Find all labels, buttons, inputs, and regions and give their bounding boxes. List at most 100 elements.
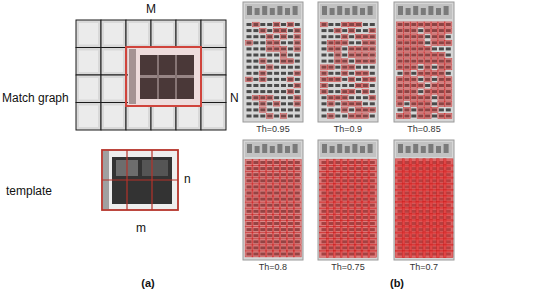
facade-window [281,41,286,44]
match-highlight [280,53,287,58]
facade-window [439,47,444,50]
match-highlight [396,77,403,82]
match-highlight [266,178,274,184]
match-highlight [355,114,362,119]
roof-sign [352,6,357,15]
roof-sign [360,146,365,153]
facade-window [322,23,327,26]
facade-window [322,41,327,44]
roof-sign [421,8,426,15]
facade-window [328,29,333,32]
facade-window [349,78,354,81]
match-highlight [287,202,295,208]
facade-window [281,72,286,75]
facade-window [281,115,286,118]
facade-window [260,35,265,38]
roof-sign [262,6,267,15]
match-highlight [273,160,281,166]
facade-window [267,108,272,111]
match-highlight [403,22,410,27]
match-highlight [431,107,438,112]
facade-window [247,60,252,63]
facade-window [356,72,361,75]
match-highlight [266,172,274,178]
match-highlight [293,251,301,257]
match-highlight [245,245,253,251]
match-highlight [362,34,369,39]
match-highlight [396,22,403,27]
facade-window [335,108,340,111]
facade-window [322,108,327,111]
facade-window [274,108,279,111]
match-highlight [259,202,267,208]
match-highlight [403,89,410,94]
facade-window [335,115,340,118]
facade-thumbnail [318,2,378,122]
facade-window [322,78,327,81]
facade-window [363,84,368,87]
facade [243,2,303,122]
match-highlight [438,65,445,70]
match-highlight [321,65,328,70]
facade-window [356,54,361,57]
facade-window [322,60,327,63]
match-highlight [287,166,295,172]
facade-window [335,47,340,50]
facade-window [328,66,333,69]
facade-window [247,72,252,75]
facade-window [295,60,300,63]
match-highlight [368,232,377,239]
match-highlight [328,41,335,46]
facade-window [288,35,293,38]
grid-cell [76,103,101,131]
facade-window [328,115,333,118]
match-highlight [266,41,273,46]
threshold-result: Th=0.95 [243,2,303,136]
facade-window [295,41,300,44]
match-highlight [396,65,403,70]
match-highlight [328,95,335,100]
match-highlight [403,34,410,39]
match-highlight [410,65,417,70]
facade-window [322,102,327,105]
match-highlight [280,184,288,190]
match-highlight [321,83,328,88]
facade-window [322,47,327,50]
match-highlight [403,59,410,64]
match-highlight [266,166,274,172]
facade-window [260,78,265,81]
facade [243,140,303,260]
axis-label: M [146,3,156,17]
facade-window [335,54,340,57]
roof-sign [413,6,418,15]
match-highlight [280,245,288,251]
match-highlight [410,28,417,33]
match-highlight [266,233,274,239]
match-highlight [362,47,369,52]
match-highlight [355,22,362,27]
grid-cell [76,75,101,103]
grid-cell [201,103,226,131]
match-highlight [369,53,376,58]
grid-cell [201,75,226,103]
match-highlight [328,102,335,107]
roof-sign [330,146,335,153]
facade-window [370,23,375,26]
facade-window [349,60,354,63]
roof-sign [398,6,403,15]
threshold-label: Th=0.85 [394,124,454,134]
facade-window [335,29,340,32]
facade-window [274,84,279,87]
match-highlight [266,95,273,100]
facade-window [349,90,354,93]
match-highlight [259,178,267,184]
match-highlight [362,71,369,76]
match-highlight [348,22,355,27]
match-highlight [403,28,410,33]
match-highlight [273,202,281,208]
match-highlight [410,46,417,51]
facade-window [349,72,354,75]
facade-window [274,96,279,99]
facade-window [260,96,265,99]
match-highlight [280,47,287,52]
